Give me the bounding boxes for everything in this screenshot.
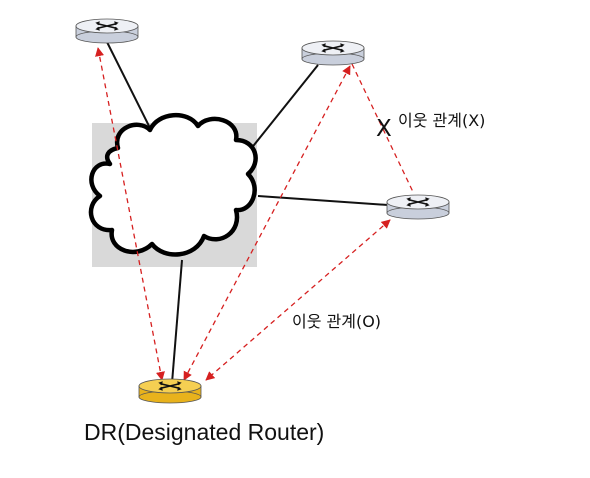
blocked-neighbor-top-right-right [351,63,415,195]
router-top-left [75,18,139,44]
label-neighbor-x: 이웃 관계(X) [398,111,485,130]
neighbor-right-dr [205,219,391,381]
neighbor-top-left-dr [95,47,165,381]
neighbor-links [95,47,415,381]
router-right [386,194,450,220]
label-neighbor-o: 이웃 관계(O) [292,312,381,331]
router-top-right [301,40,365,66]
label-dr: DR(Designated Router) [84,419,324,445]
blocked-x-mark: X [376,116,392,142]
link-dr-cloud [171,259,183,384]
link-top-left-cloud [106,41,151,129]
designated-router [138,378,202,404]
